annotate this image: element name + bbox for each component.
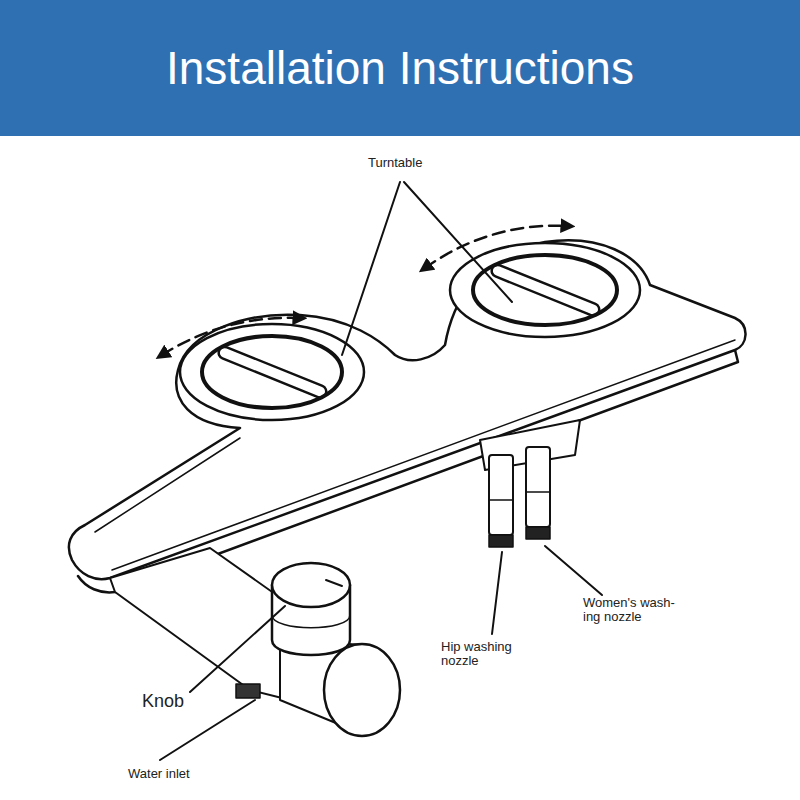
part-label: Knob [142,692,184,712]
part-label: Water inlet [128,767,190,781]
part-label: Hip washing nozzle [441,640,526,669]
part-label: Turntable [368,156,422,170]
page-title: Installation Instructions [166,45,634,91]
part-label: Women's wash- ing nozzle [583,596,683,625]
